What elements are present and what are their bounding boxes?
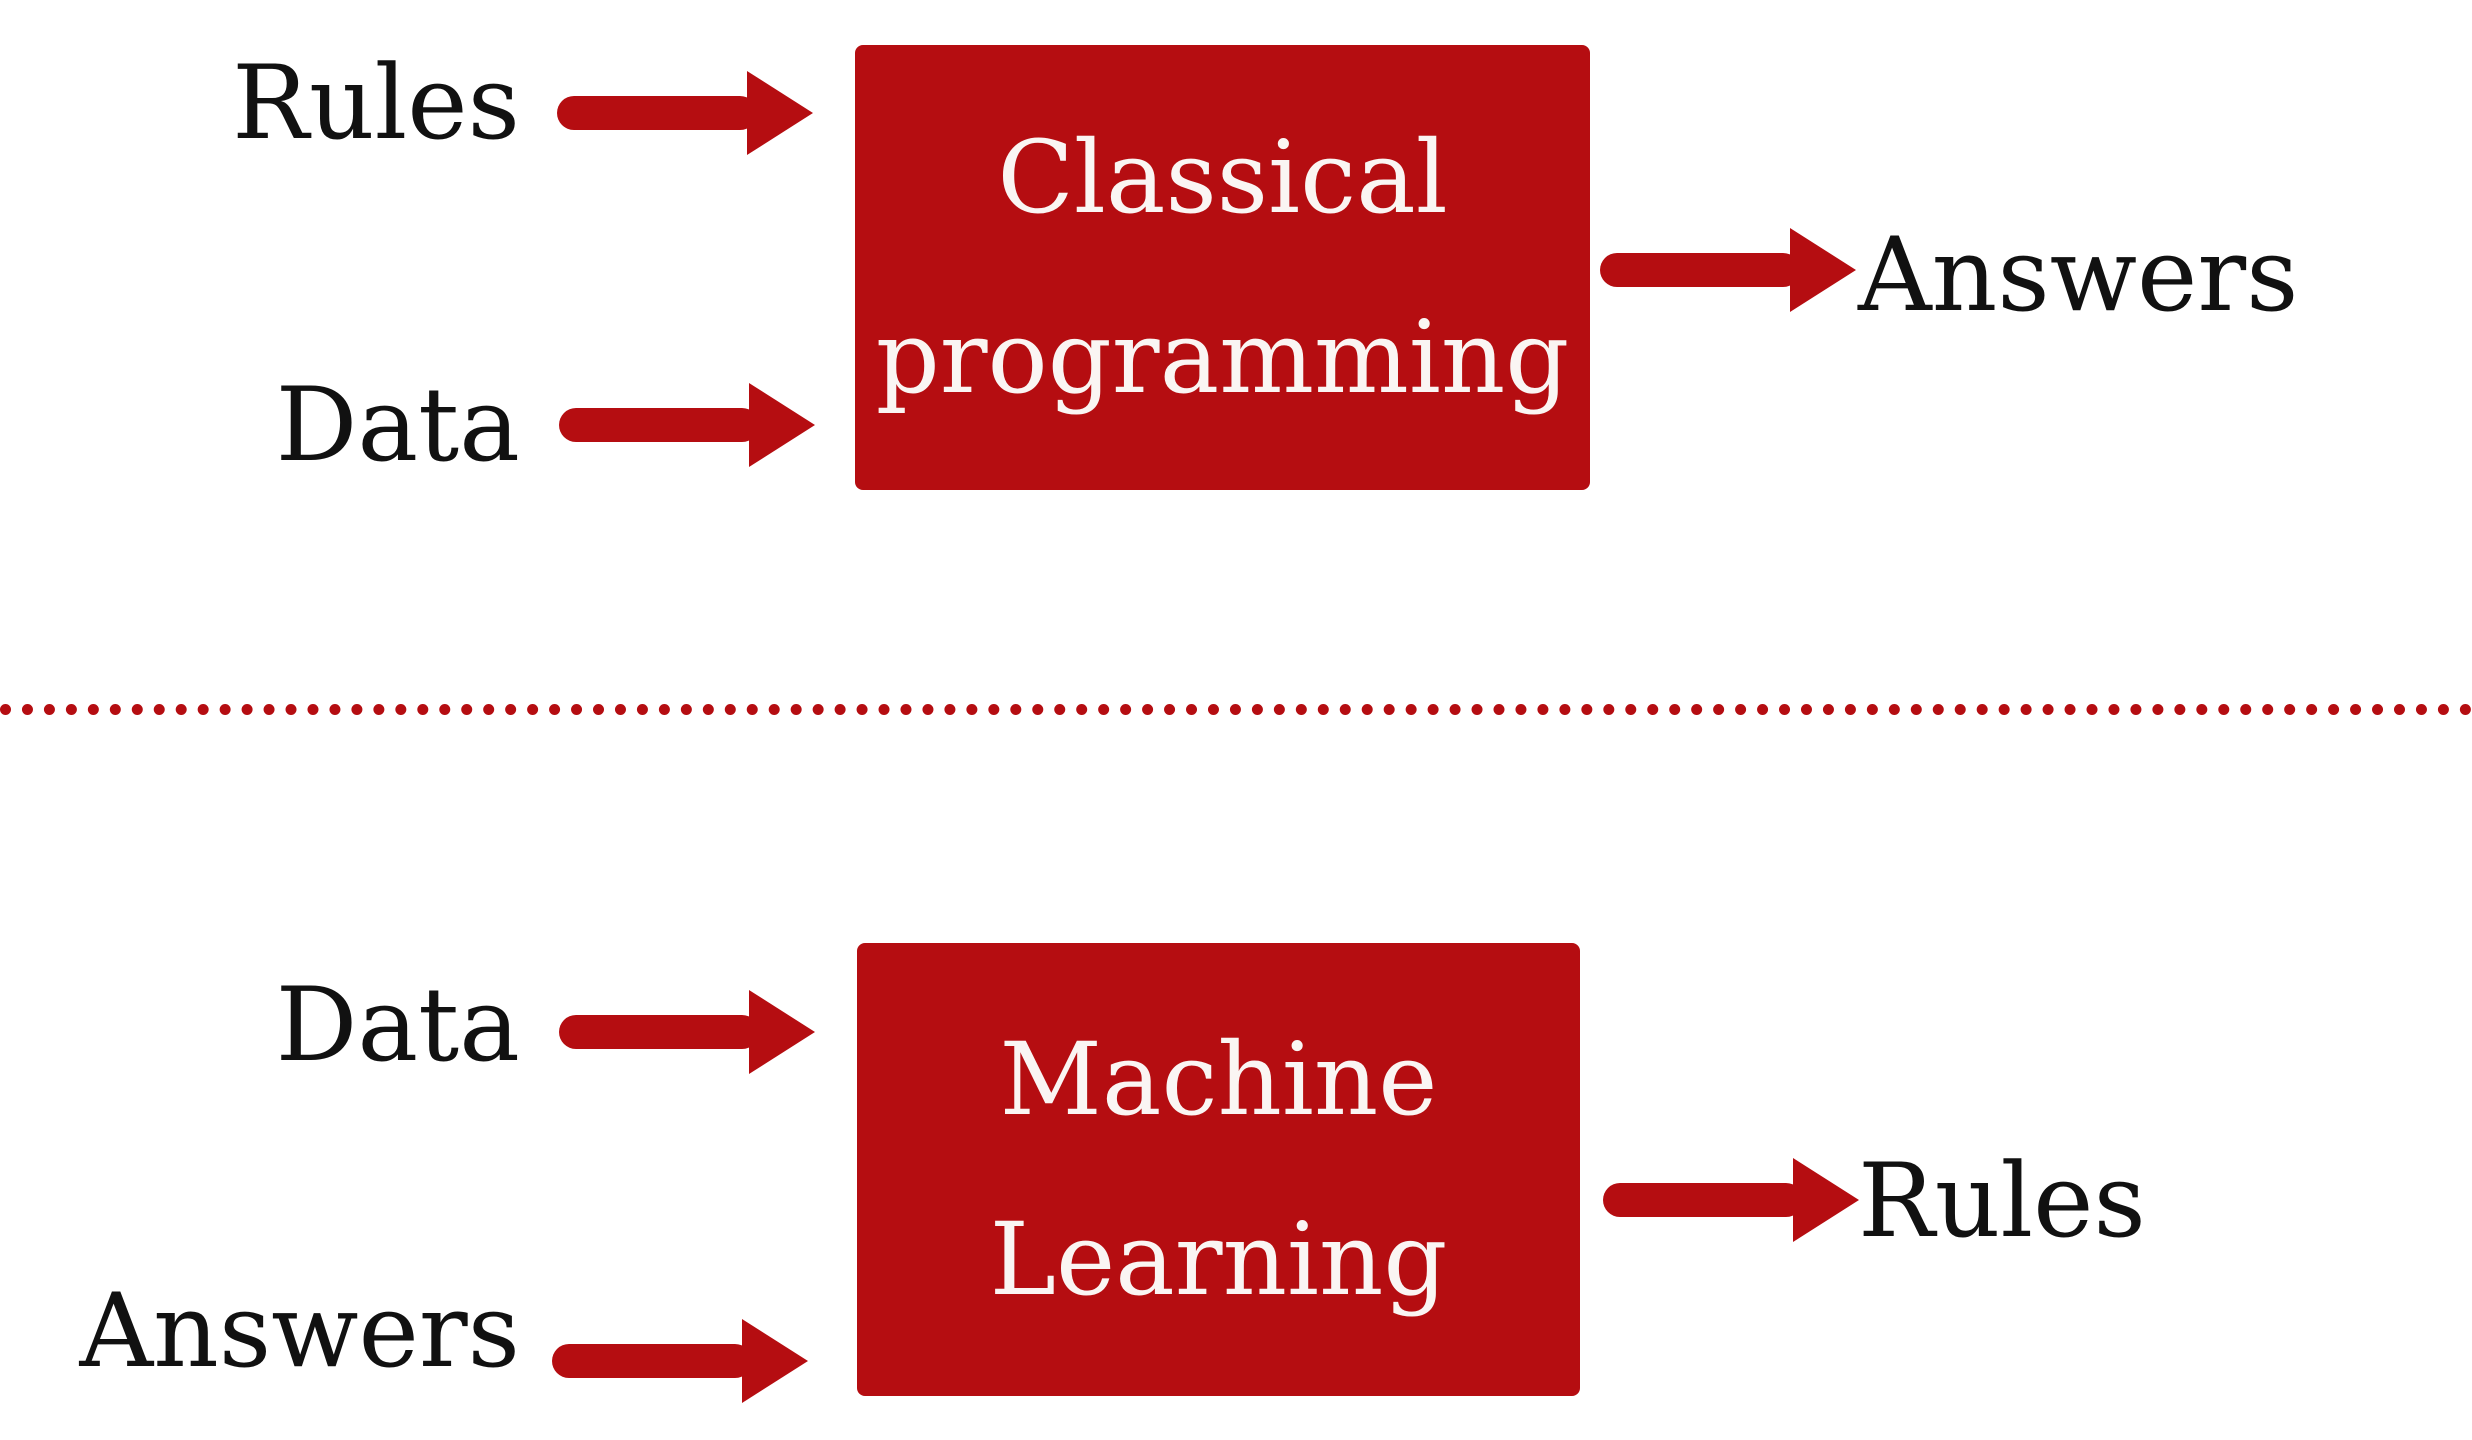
- input-label-data: Data: [275, 966, 520, 1085]
- box-label-line: Learning: [989, 1200, 1448, 1318]
- input-label-answers: Answers: [79, 1272, 520, 1391]
- arrow-head: [1793, 1158, 1859, 1242]
- machine-learning-box: Machine Learning: [857, 943, 1580, 1396]
- right-arrow-icon: [1600, 228, 1856, 312]
- arrow-shaft: [552, 1344, 752, 1378]
- arrow-head: [749, 990, 815, 1074]
- arrow-shaft: [557, 96, 757, 130]
- input-label-rules: Rules: [232, 44, 520, 163]
- arrow-shaft: [559, 1015, 759, 1049]
- arrow-shaft: [1603, 1183, 1803, 1217]
- box-label-line: Machine: [999, 1020, 1438, 1138]
- arrow-shaft: [559, 408, 759, 442]
- input-label-data: Data: [275, 366, 520, 485]
- right-arrow-icon: [552, 1319, 808, 1403]
- right-arrow-icon: [559, 990, 815, 1074]
- output-label-answers: Answers: [1858, 216, 2299, 335]
- arrow-head: [747, 71, 813, 155]
- arrow-head: [1790, 228, 1856, 312]
- arrow-head: [749, 383, 815, 467]
- output-label-rules: Rules: [1858, 1142, 2146, 1261]
- box-label-line: Classical: [997, 118, 1448, 236]
- classical-programming-box: Classical programming: [855, 45, 1590, 490]
- right-arrow-icon: [559, 383, 815, 467]
- dotted-divider: [0, 704, 2472, 715]
- arrow-shaft: [1600, 253, 1800, 287]
- arrow-head: [742, 1319, 808, 1403]
- right-arrow-icon: [557, 71, 813, 155]
- box-label-line: programming: [875, 298, 1570, 416]
- right-arrow-icon: [1603, 1158, 1859, 1242]
